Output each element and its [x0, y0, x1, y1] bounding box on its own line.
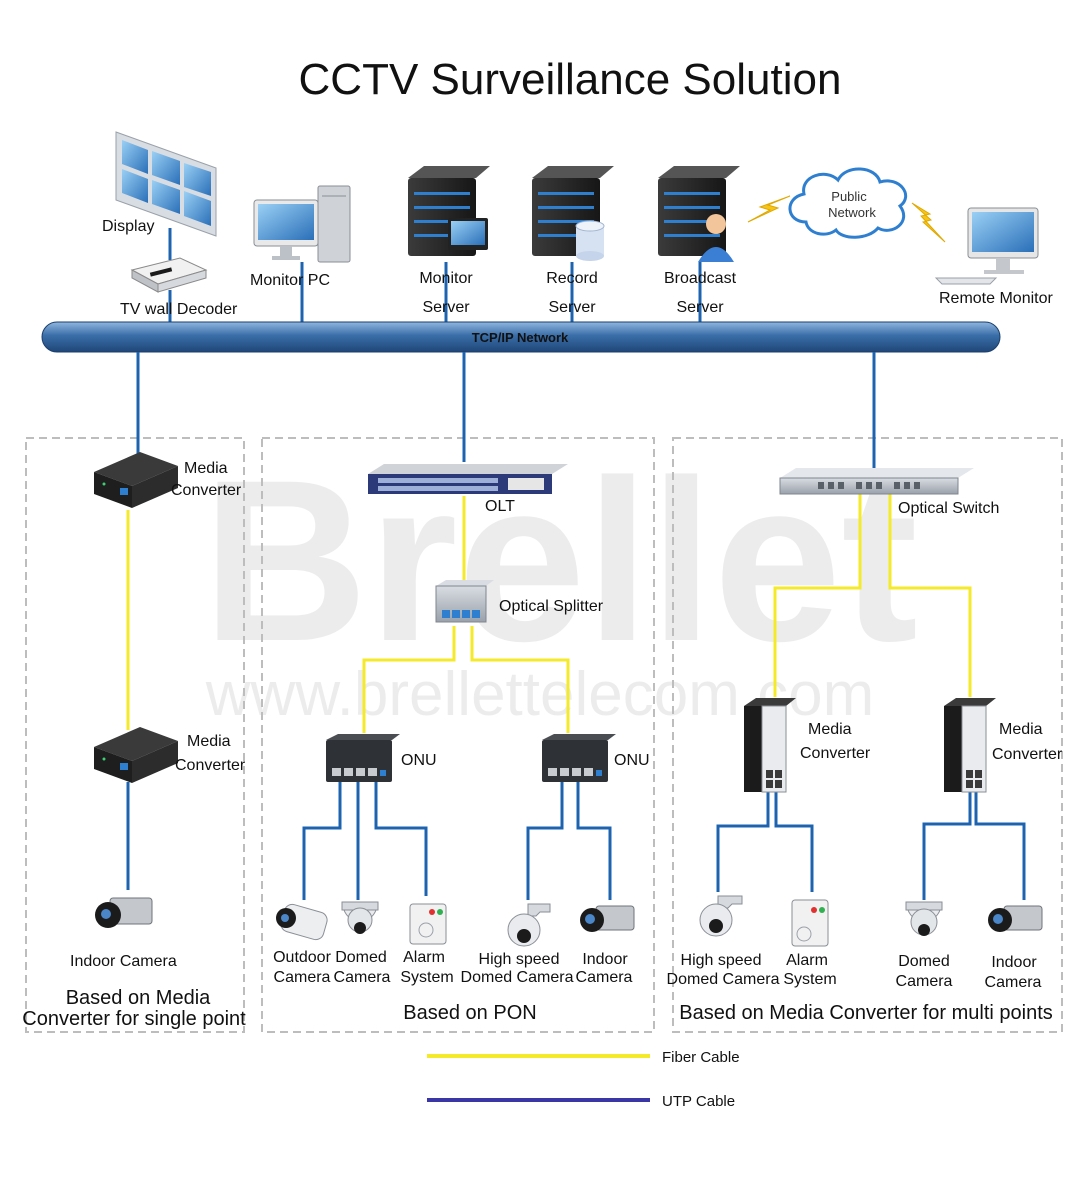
- right-media-converter-1-label-line2: Converter: [800, 745, 871, 762]
- optical-switch-label: Optical Switch: [898, 500, 999, 517]
- broadcast-server-icon: [658, 166, 740, 262]
- alarm-system-icon: [791, 899, 829, 947]
- alarm-system-icon: [409, 903, 447, 945]
- top-utp-links: [168, 228, 702, 322]
- display-label: Display: [102, 218, 154, 235]
- optical-splitter-icon: [435, 580, 494, 623]
- section-box-pon: [261, 437, 655, 1033]
- network-bus-label: TCP/IP Network: [472, 330, 569, 345]
- legend: Fiber Cable UTP Cable: [427, 1049, 740, 1110]
- wireless-link-icon: [747, 195, 946, 243]
- left-section-caption-line2: Converter for single point: [22, 1008, 246, 1030]
- onu-2-label: ONU: [614, 752, 650, 769]
- pon-device-3-label-line2: System: [400, 969, 453, 986]
- left-indoor-camera-label: Indoor Camera: [70, 953, 177, 970]
- monitor-server-label-line2: Server: [422, 299, 470, 316]
- indoor-camera-icon: [988, 905, 1043, 932]
- bus-drop-links: [136, 352, 876, 468]
- monitor-pc-icon: [253, 185, 351, 263]
- left-section-caption-line1: Based on Media: [66, 987, 211, 1009]
- onu-icon: [326, 734, 400, 782]
- monitor-server-icon: [408, 166, 490, 256]
- olt-icon: [368, 464, 568, 494]
- right-media-converter-1-label-line1: Media: [808, 721, 852, 738]
- monitor-pc-label: Monitor PC: [250, 272, 330, 289]
- media-converter-rack-icon: [744, 698, 796, 793]
- record-server-label-line2: Server: [548, 299, 596, 316]
- pon-device-1-label-line2: Camera: [274, 969, 331, 986]
- right-media-converter-2-label-line2: Converter: [992, 746, 1063, 763]
- outdoor-camera-icon: [276, 903, 328, 941]
- pon-device-4-label-line2: Domed Camera: [461, 969, 574, 986]
- public-network-label-line1: Public: [831, 189, 867, 204]
- high-speed-dome-camera-icon: [507, 903, 551, 947]
- olt-label: OLT: [485, 498, 515, 515]
- record-server-label-line1: Record: [546, 270, 598, 287]
- tcp-ip-network-bus: TCP/IP Network: [41, 321, 1001, 353]
- right-device-4-label-line1: Indoor: [991, 954, 1037, 971]
- tv-wall-decoder-icon: [130, 257, 208, 293]
- public-network-cloud-icon: Public Network: [788, 167, 908, 239]
- optical-switch-icon: [779, 468, 974, 495]
- right-device-1-label-line1: High speed: [681, 952, 762, 969]
- pon-device-1-label-line1: Outdoor: [273, 949, 331, 966]
- indoor-camera-icon: [580, 905, 635, 932]
- pon-section-caption: Based on PON: [403, 1002, 536, 1024]
- utp-links: [126, 782, 1026, 900]
- section-box-multi-points: [672, 437, 1063, 1033]
- domed-camera-icon: [905, 901, 943, 936]
- right-device-1-label-line2: Domed Camera: [667, 971, 780, 988]
- pon-device-4-label-line1: High speed: [479, 951, 560, 968]
- media-converter-rack-icon: [944, 698, 996, 793]
- onu-1-label: ONU: [401, 752, 437, 769]
- right-media-converter-2-label-line1: Media: [999, 721, 1043, 738]
- legend-utp-label: UTP Cable: [662, 1093, 735, 1110]
- right-section-caption: Based on Media Converter for multi point…: [679, 1002, 1053, 1024]
- pon-device-5-label-line1: Indoor: [582, 951, 628, 968]
- right-device-4-label-line2: Camera: [985, 974, 1042, 991]
- pon-device-2-label-line1: Domed: [335, 949, 387, 966]
- left-media-converter-1-label-line2: Converter: [171, 482, 242, 499]
- legend-fiber-label: Fiber Cable: [662, 1049, 740, 1066]
- broadcast-server-label-line1: Broadcast: [664, 270, 737, 287]
- tv-wall-decoder-label: TV wall Decoder: [120, 301, 238, 318]
- indoor-camera-icon: [95, 897, 153, 928]
- right-device-3-label-line1: Domed: [898, 953, 950, 970]
- left-media-converter-2-label-line1: Media: [187, 733, 231, 750]
- right-device-2-label-line2: System: [783, 971, 836, 988]
- fiber-links: [126, 493, 972, 733]
- broadcast-server-label-line2: Server: [676, 299, 724, 316]
- high-speed-dome-camera-icon: [699, 895, 743, 937]
- media-converter-icon: [94, 452, 178, 508]
- remote-monitor-icon: [934, 207, 1039, 285]
- public-network-label-line2: Network: [828, 205, 876, 220]
- record-server-icon: [532, 166, 614, 261]
- page-title: CCTV Surveillance Solution: [299, 55, 842, 104]
- pon-device-2-label-line2: Camera: [334, 969, 391, 986]
- pon-device-5-label-line2: Camera: [576, 969, 633, 986]
- display-video-wall-icon: [115, 131, 217, 237]
- monitor-server-label-line1: Monitor: [419, 270, 473, 287]
- remote-monitor-label: Remote Monitor: [939, 290, 1053, 307]
- media-converter-icon: [94, 727, 178, 783]
- domed-camera-icon: [341, 901, 379, 934]
- right-device-3-label-line2: Camera: [896, 973, 953, 990]
- left-media-converter-2-label-line2: Converter: [175, 757, 246, 774]
- left-media-converter-1-label-line1: Media: [184, 460, 228, 477]
- pon-device-3-label-line1: Alarm: [403, 949, 445, 966]
- right-device-2-label-line1: Alarm: [786, 952, 828, 969]
- optical-splitter-label: Optical Splitter: [499, 598, 604, 615]
- onu-icon: [542, 734, 616, 782]
- section-box-single-point: [25, 437, 245, 1033]
